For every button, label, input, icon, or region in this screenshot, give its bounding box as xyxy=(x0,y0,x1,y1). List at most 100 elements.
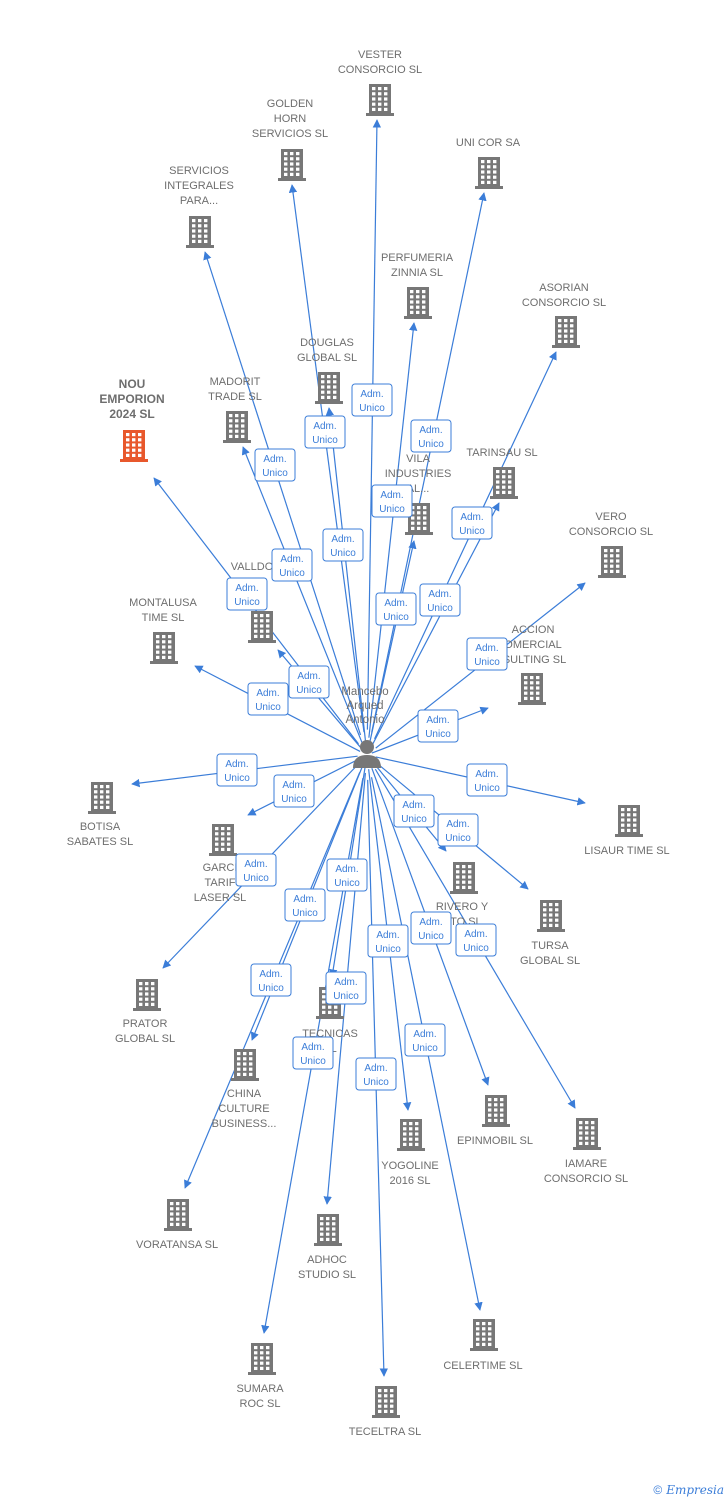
relationship-label[interactable]: Adm.Unico xyxy=(273,774,315,808)
company-node-china[interactable]: CHINACULTUREBUSINESS... xyxy=(212,1049,277,1130)
relationship-text: Unico xyxy=(425,729,451,740)
footer-brand[interactable]: ©Empresia xyxy=(653,1483,724,1497)
company-label-line: SUMARA xyxy=(236,1383,284,1395)
relationship-label[interactable]: Adm.Unico xyxy=(367,924,409,958)
company-label-line: CONSORCIO SL xyxy=(569,526,653,538)
relationship-label[interactable]: Adm.Unico xyxy=(284,888,326,922)
relationship-text: Adm. xyxy=(259,969,282,980)
relationship-label[interactable]: Adm.Unico xyxy=(466,637,508,671)
relationship-label[interactable]: Adm.Unico xyxy=(254,448,296,482)
relationship-label[interactable]: Adm.Unico xyxy=(304,415,346,449)
relationship-label[interactable]: Adm.Unico xyxy=(288,665,330,699)
relationship-label[interactable]: Adm.Unico xyxy=(466,763,508,797)
company-label-line: ACCION xyxy=(512,624,555,636)
relationship-box xyxy=(284,888,326,922)
relationship-text: Unico xyxy=(427,603,453,614)
company-label-line: 2024 SL xyxy=(109,407,154,421)
relationship-label[interactable]: Adm.Unico xyxy=(375,592,417,626)
company-label-line: MONTALUSA xyxy=(129,597,197,609)
building-icon xyxy=(475,157,503,189)
edges-layer xyxy=(131,119,586,1377)
relationship-label[interactable]: Adm.Unico xyxy=(226,577,268,611)
relationship-text: Unico xyxy=(401,814,427,825)
relationship-label[interactable]: Adm.Unico xyxy=(235,853,277,887)
relationship-label[interactable]: Adm.Unico xyxy=(325,971,367,1005)
company-node-lisaur[interactable]: LISAUR TIME SL xyxy=(584,805,670,857)
relationship-label[interactable]: Adm.Unico xyxy=(355,1057,397,1091)
relationship-label[interactable]: Adm.Unico xyxy=(371,484,413,518)
relationship-label[interactable]: Adm.Unico xyxy=(451,506,493,540)
relationship-label[interactable]: Adm.Unico xyxy=(326,858,368,892)
relationship-text: Unico xyxy=(379,504,405,515)
relationship-label[interactable]: Adm.Unico xyxy=(216,753,258,787)
company-label-line: CONSORCIO SL xyxy=(544,1173,628,1185)
company-label-line: YOGOLINE xyxy=(381,1160,438,1172)
relationship-text: Adm. xyxy=(426,715,449,726)
company-node-unicor[interactable]: UNI COR SA xyxy=(456,137,521,189)
relationship-label[interactable]: Adm.Unico xyxy=(250,963,292,997)
relationship-box xyxy=(273,774,315,808)
relationship-label[interactable]: Adm.Unico xyxy=(419,583,461,617)
relationship-box xyxy=(326,858,368,892)
company-node-teceltra[interactable]: TECELTRA SL xyxy=(349,1386,422,1438)
relationship-label[interactable]: Adm.Unico xyxy=(271,548,313,582)
company-label-line: GOLDEN xyxy=(267,98,314,110)
company-node-celertime[interactable]: CELERTIME SL xyxy=(443,1319,523,1372)
relationship-text: Adm. xyxy=(313,421,336,432)
relationship-label[interactable]: Adm.Unico xyxy=(410,911,452,945)
building-icon xyxy=(209,824,237,856)
relationship-text: Unico xyxy=(330,548,356,559)
relationship-box xyxy=(292,1036,334,1070)
company-label-line: VESTER xyxy=(358,49,402,61)
relationship-text: Adm. xyxy=(419,425,442,436)
relationship-label[interactable]: Adm.Unico xyxy=(410,419,452,453)
building-icon xyxy=(150,632,178,664)
relationship-label[interactable]: Adm.Unico xyxy=(247,682,289,716)
relationship-text: Unico xyxy=(292,908,318,919)
company-label-line: CONSORCIO SL xyxy=(338,64,422,76)
relationship-label[interactable]: Adm.Unico xyxy=(404,1023,446,1057)
building-icon xyxy=(450,862,478,894)
company-label-line: GLOBAL SL xyxy=(297,352,357,364)
relationship-text: Unico xyxy=(412,1043,438,1054)
company-node-vila[interactable]: VILAINDUSTRIESAL... xyxy=(385,453,452,535)
company-node-epinmobil[interactable]: EPINMOBIL SL xyxy=(457,1095,533,1147)
relationship-text: Adm. xyxy=(297,671,320,682)
company-node-vester[interactable]: VESTER CONSORCIO SL xyxy=(338,49,422,116)
relationship-text: Adm. xyxy=(280,554,303,565)
company-label-line: CELERTIME SL xyxy=(443,1360,522,1372)
relationship-label[interactable]: Adm. Unico xyxy=(417,709,459,743)
relationship-label[interactable]: Adm.Unico xyxy=(455,923,497,957)
company-label-line: CULTURE xyxy=(218,1103,269,1115)
relationship-label[interactable]: Adm.Unico xyxy=(292,1036,334,1070)
relationship-label[interactable]: Adm.Unico xyxy=(393,794,435,828)
relationship-label[interactable]: Adm.Unico xyxy=(437,813,479,847)
company-node-voratansa[interactable]: VORATANSA SL xyxy=(136,1199,218,1251)
relationship-label[interactable]: Adm.Unico xyxy=(322,528,364,562)
company-node-tarinsau[interactable]: TARINSAU SL xyxy=(466,447,538,499)
company-label-line: GLOBAL SL xyxy=(115,1033,175,1045)
company-node-servicios[interactable]: SERVICIOSINTEGRALESPARA... xyxy=(164,165,234,248)
company-label-line: TURSA xyxy=(531,940,569,952)
relationship-label[interactable]: Adm.Unico xyxy=(351,383,393,417)
